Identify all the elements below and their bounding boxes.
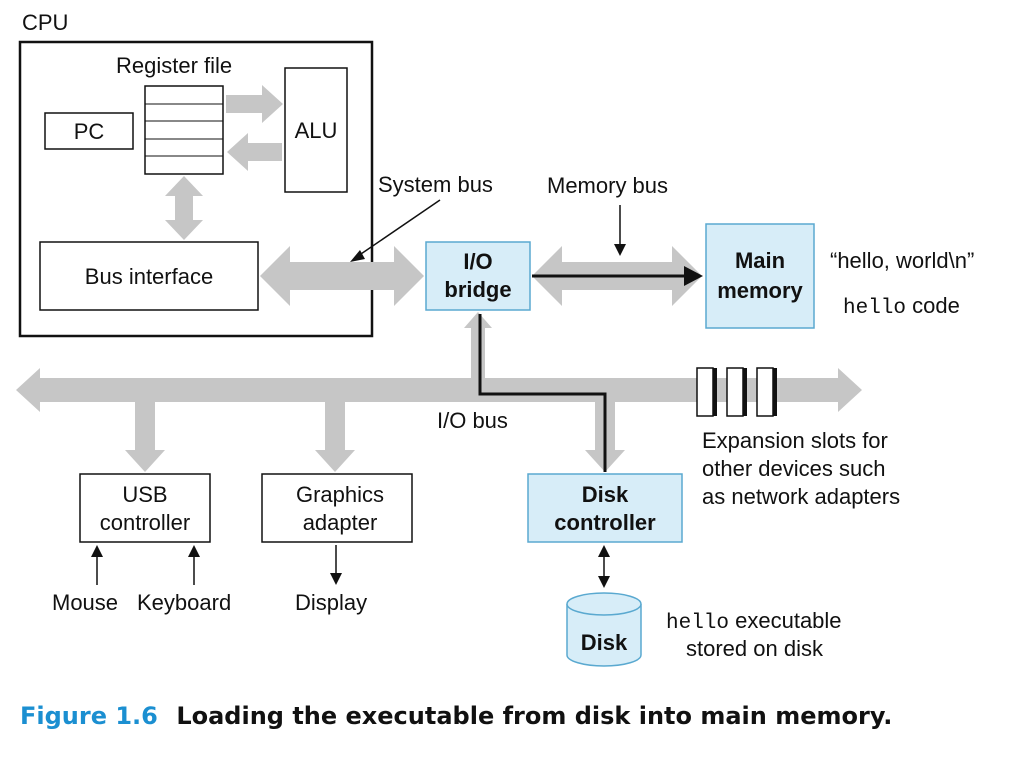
expansion-line1: Expansion slots for <box>702 428 888 453</box>
usb-line2: controller <box>100 510 190 535</box>
system-bus-pointer <box>357 199 441 257</box>
figure-number: Figure 1.6 <box>20 702 158 730</box>
hello-code-suffix: code <box>906 293 960 318</box>
mouse-label: Mouse <box>52 590 118 615</box>
alu-to-regfile-arrow <box>227 133 282 171</box>
hello-world-string: “hello, world\n” <box>830 248 974 273</box>
keyboard-arrow-head <box>188 545 200 557</box>
graphics-line1: Graphics <box>296 482 384 507</box>
pc-label: PC <box>74 119 105 144</box>
regfile-to-alu-arrow <box>226 85 283 123</box>
io-bridge-box: I/O bridge <box>425 241 531 311</box>
io-bus-label: I/O bus <box>437 408 508 433</box>
display-label: Display <box>295 590 367 615</box>
disk-note-line2: stored on disk <box>686 636 824 661</box>
system-bus-arrow <box>260 246 424 306</box>
disk-link-head-up <box>598 545 610 557</box>
expansion-line3: as network adapters <box>702 484 900 509</box>
iobus-to-graphics-arrow <box>315 402 355 472</box>
regfile-businterface-arrow <box>165 176 203 240</box>
display-arrow-head <box>330 573 342 585</box>
usb-line1: USB <box>122 482 167 507</box>
alu-box: ALU <box>284 67 348 193</box>
data-transfer-arrowhead <box>684 266 703 286</box>
graphics-adapter-box: Graphics adapter <box>261 473 413 543</box>
system-bus-pointer-head <box>350 250 365 262</box>
io-bus-arrow <box>16 368 862 412</box>
cpu-label: CPU <box>22 10 68 35</box>
main-memory-box: Main memory <box>705 223 815 329</box>
disk-link-head-down <box>598 576 610 588</box>
data-transfer-path <box>478 314 607 472</box>
figure-caption-text: Loading the executable from disk into ma… <box>176 702 892 730</box>
alu-label: ALU <box>295 118 338 143</box>
hello-code-mono: hello <box>843 297 906 320</box>
memory-bus-pointer-head <box>614 244 626 256</box>
disk-note-mono: hello <box>666 612 729 635</box>
disk-cylinder: Disk <box>566 592 642 667</box>
bus-interface-box: Bus interface <box>39 241 259 311</box>
io-bridge-line1: I/O <box>463 249 492 274</box>
bus-interface-label: Bus interface <box>85 264 213 289</box>
expansion-slots <box>696 367 777 417</box>
register-file-label: Register file <box>116 53 232 78</box>
figure-caption: Figure 1.6 Loading the executable from d… <box>20 702 892 730</box>
main-memory-line2: memory <box>717 278 803 303</box>
usb-controller-box: USB controller <box>79 473 211 543</box>
graphics-line2: adapter <box>303 510 378 535</box>
disk-controller-line2: controller <box>554 510 656 535</box>
disk-note-suffix: executable <box>729 608 842 633</box>
disk-note-line1: hello executable <box>666 608 842 635</box>
register-file <box>144 85 224 175</box>
memory-bus-label: Memory bus <box>547 173 668 198</box>
system-bus-label: System bus <box>378 172 493 197</box>
disk-controller-line1: Disk <box>582 482 629 507</box>
main-memory-line1: Main <box>735 248 785 273</box>
expansion-line2: other devices such <box>702 456 885 481</box>
iobus-to-usb-arrow <box>125 402 165 472</box>
hello-code-label: hello code <box>843 293 960 320</box>
io-bridge-line2: bridge <box>444 277 511 302</box>
pc-box: PC <box>44 112 134 150</box>
disk-label: Disk <box>581 630 628 655</box>
disk-controller-box: Disk controller <box>527 473 683 543</box>
bridge-to-iobus-connector <box>464 312 492 380</box>
mouse-arrow-head <box>91 545 103 557</box>
keyboard-label: Keyboard <box>137 590 231 615</box>
